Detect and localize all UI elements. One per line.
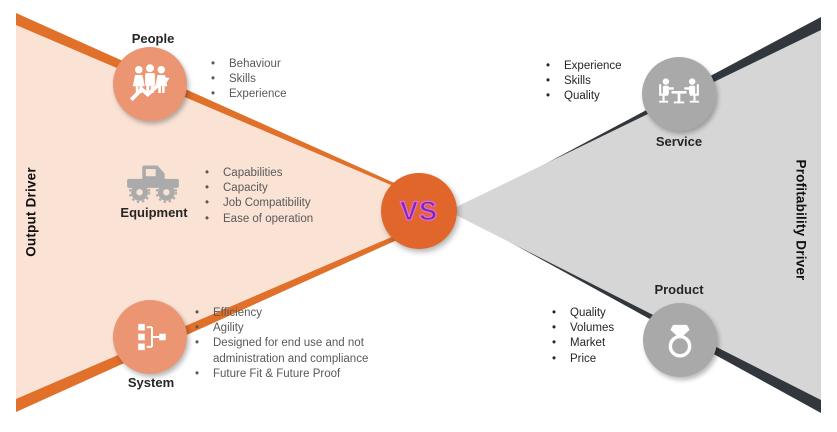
vs-badge: VS [381, 173, 457, 249]
bullet-item: Job Compatibility [199, 196, 379, 211]
bullet-item: Price [546, 352, 686, 367]
bullet-item: Efficiency [189, 306, 385, 321]
bullet-item: Behaviour [205, 57, 365, 72]
equipment-bullet-list: CapabilitiesCapacityJob CompatibilityEas… [199, 166, 379, 227]
bullet-item: Quality [540, 89, 680, 104]
bullet-item: Market [546, 336, 686, 351]
bullet-item: Ease of operation [199, 212, 379, 227]
bullet-item: Future Fit & Future Proof [189, 367, 385, 382]
bullet-item: Skills [205, 72, 365, 87]
people-badge [113, 47, 187, 121]
people-growth-icon [129, 64, 170, 102]
output-driver-label: Output Driver [23, 167, 39, 257]
system-label: System [127, 375, 175, 390]
profitability-driver-label: Profitability Driver [793, 159, 809, 281]
people-bullet-list: BehaviourSkillsExperience [205, 57, 365, 103]
bullet-item: Capacity [199, 181, 379, 196]
bullet-item: Experience [205, 87, 365, 102]
hierarchy-icon [138, 323, 166, 351]
service-bullet-list: ExperienceSkillsQuality [540, 59, 680, 105]
product-badge [643, 303, 717, 377]
right-gray-triangle [448, 30, 821, 400]
service-label: Service [655, 134, 703, 149]
bullet-item: Quality [546, 306, 686, 321]
meeting-icon [659, 78, 699, 104]
product-bullet-list: QualityVolumesMarketPrice [546, 306, 686, 367]
bullet-item: Skills [540, 74, 680, 89]
bullet-item: Designed for end use and not administrat… [189, 336, 385, 366]
bullet-item: Volumes [546, 321, 686, 336]
bullet-item: Agility [189, 321, 385, 336]
truck-icon [127, 165, 179, 203]
bullet-item: Capabilities [199, 166, 379, 181]
service-badge [642, 57, 716, 131]
equipment-label: Equipment [120, 205, 188, 220]
bullet-item: Experience [540, 59, 680, 74]
ring-icon [668, 324, 692, 358]
people-label: People [131, 31, 175, 46]
vs-label: VS [399, 195, 439, 226]
system-bullet-list: EfficiencyAgilityDesigned for end use an… [189, 306, 385, 382]
product-label: Product [654, 282, 704, 297]
system-badge [113, 300, 187, 374]
